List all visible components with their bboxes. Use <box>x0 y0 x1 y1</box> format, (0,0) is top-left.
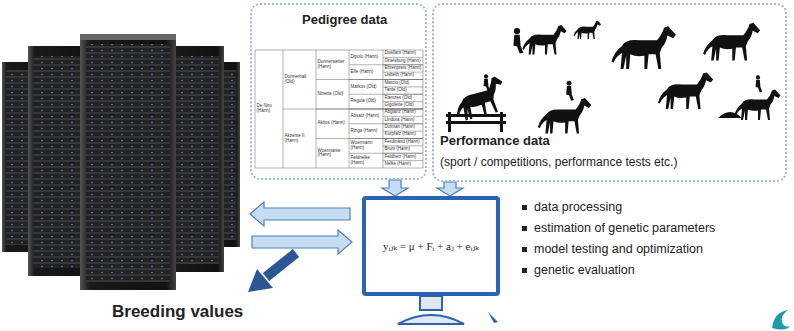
pedigree-cell: Dolman (Hann) <box>385 124 422 131</box>
server-racks <box>2 34 240 290</box>
pedigree-name: Akitos (Hann) <box>318 121 345 126</box>
pedigree-name: Akzente II (Hann) <box>285 134 315 143</box>
pedigree-cell: Ninette (Old) <box>318 80 348 110</box>
model-formula: yᵢⱼₖ = μ + Fᵢ + aⱼ + eᵢⱼₖ <box>383 240 479 253</box>
pedigree-name: Lisbeth (Hann) <box>385 73 415 78</box>
data-source-box: Performance data (sport / competitions, p… <box>432 3 787 182</box>
pedigree-name: Ortelsburg (Hann) <box>385 59 421 64</box>
pedigree-cell: Abglanz (Hann) <box>385 109 422 116</box>
pedigree-cell: Akitos (Hann) <box>318 109 348 139</box>
pedigree-cell: Marcio (Old) <box>385 80 422 87</box>
pedigree-cell: Ortelsburg (Hann) <box>385 57 422 64</box>
pedigree-name: Feldherr (Hann) <box>385 155 417 160</box>
pedigree-name: Ehrenpreis (Hann) <box>385 66 422 71</box>
pedigree-cell: Gigolette (Old) <box>385 102 422 109</box>
pedigree-cell: Akzente II (Hann) <box>285 109 315 168</box>
pedigree-name: Ramzes (Old) <box>385 96 413 101</box>
pedigree-name: Donnerwetter (Hann) <box>318 60 348 69</box>
pedigree-cell: Bruni (Hann) <box>385 146 422 153</box>
pedigree-name: Woermann (Hann) <box>351 141 382 150</box>
flow-arrow <box>382 180 408 196</box>
flow-arrow <box>437 182 463 196</box>
output-arrowhead <box>248 269 273 292</box>
pedigree-name: Elfe (Hann) <box>351 70 374 75</box>
pedigree-cell: Ehrenpreis (Hann) <box>385 65 422 72</box>
pedigree-table <box>255 50 423 168</box>
pedigree-name: Dolman (Hann) <box>385 125 416 130</box>
pedigree-name: Nelke (Hann) <box>385 162 412 167</box>
pedigree-name: Woermanie (Hann) <box>318 149 348 158</box>
bullet-text: data processing <box>534 200 622 214</box>
transfer-arrow <box>252 230 352 254</box>
bullet-text: genetic evaluation <box>534 263 635 277</box>
pedigree-name: Duellant (Hann) <box>385 51 417 56</box>
bullet-square <box>522 268 527 273</box>
pedigree-name: Tante (Old) <box>385 88 407 93</box>
pedigree-name: Marcio (Old) <box>385 81 410 86</box>
pedigree-cell: Duellant (Hann) <box>385 50 422 57</box>
box-note: (sport / competitions, performance tests… <box>440 155 677 169</box>
box-heading: Performance data <box>440 133 550 148</box>
pedigree-name: Absatz (Hann) <box>351 114 380 119</box>
pedigree-cell: Feldnelke (Hann) <box>351 153 382 168</box>
pedigree-name: De Niro (Hann) <box>257 104 282 113</box>
fence <box>446 112 506 132</box>
monitor-stand <box>398 296 498 324</box>
pedigree-name: Bruni (Hann) <box>385 147 411 152</box>
pedigree-cell: Nelke (Hann) <box>385 161 422 168</box>
pedigree-cell: Lisbeth (Hann) <box>385 72 422 79</box>
bullet-item: model testing and optimization <box>522 242 703 256</box>
transfer-arrow <box>250 202 350 226</box>
bullet-item: estimation of genetic parameters <box>522 221 715 235</box>
bullet-text: model testing and optimization <box>534 242 703 256</box>
pedigree-name: Dipolo (Hann) <box>351 55 379 60</box>
computer-monitor: yᵢⱼₖ = μ + Fᵢ + aⱼ + eᵢⱼₖ <box>362 196 500 296</box>
pedigree-cell: Ringa (Hann) <box>351 124 382 139</box>
bullet-item: genetic evaluation <box>522 263 635 277</box>
pedigree-cell: Lindora (Hann) <box>385 116 422 123</box>
output-label: Breeding values <box>112 302 243 322</box>
bullet-square <box>522 205 527 210</box>
output-arrow <box>266 253 296 277</box>
pedigree-name: Kurpfalz (Hann) <box>385 132 417 137</box>
pedigree-cell: Woermanie (Hann) <box>318 139 348 169</box>
pedigree-cell: Feldherr (Hann) <box>385 153 422 160</box>
pedigree-cell: Donnerwetter (Hann) <box>318 50 348 80</box>
bullet-text: estimation of genetic parameters <box>534 221 715 235</box>
pedigree-name: Markus (Old) <box>351 85 377 90</box>
pedigree-cell: Absatz (Hann) <box>351 109 382 124</box>
pedigree-cell: Ferdinand (Hann) <box>385 139 422 146</box>
pedigree-name: Ringa (Hann) <box>351 129 378 134</box>
pedigree-name: Feldnelke (Hann) <box>351 156 382 165</box>
bullet-square <box>522 226 527 231</box>
pedigree-cell: Markus (Old) <box>351 80 382 95</box>
pedigree-cell: Kurpfalz (Hann) <box>385 131 422 138</box>
bullet-item: data processing <box>522 200 622 214</box>
pedigree-cell: Elfe (Hann) <box>351 65 382 80</box>
bullet-square <box>522 247 527 252</box>
pedigree-cell: Woermann (Hann) <box>351 139 382 154</box>
pedigree-cell: Tante (Old) <box>385 87 422 94</box>
horse-icons <box>446 21 781 134</box>
box-heading: Pedigree data <box>302 12 387 27</box>
pedigree-name: Ferdinand (Hann) <box>385 140 420 145</box>
logo <box>772 310 790 330</box>
pedigree-cell: Dipolo (Hann) <box>351 50 382 65</box>
pedigree-name: Ninette (Old) <box>318 92 344 97</box>
pedigree-name: Donnerhall (Old) <box>285 75 315 84</box>
pedigree-name: Regula (Old) <box>351 99 377 104</box>
pedigree-cell: Donnerhall (Old) <box>285 50 315 109</box>
pedigree-name: Lindora (Hann) <box>385 118 415 123</box>
pedigree-cell: Regula (Old) <box>351 94 382 109</box>
pedigree-cell: De Niro (Hann) <box>257 50 282 168</box>
pedigree-name: Gigolette (Old) <box>385 103 414 108</box>
pedigree-cell: Ramzes (Old) <box>385 94 422 101</box>
pedigree-name: Abglanz (Hann) <box>385 110 416 115</box>
